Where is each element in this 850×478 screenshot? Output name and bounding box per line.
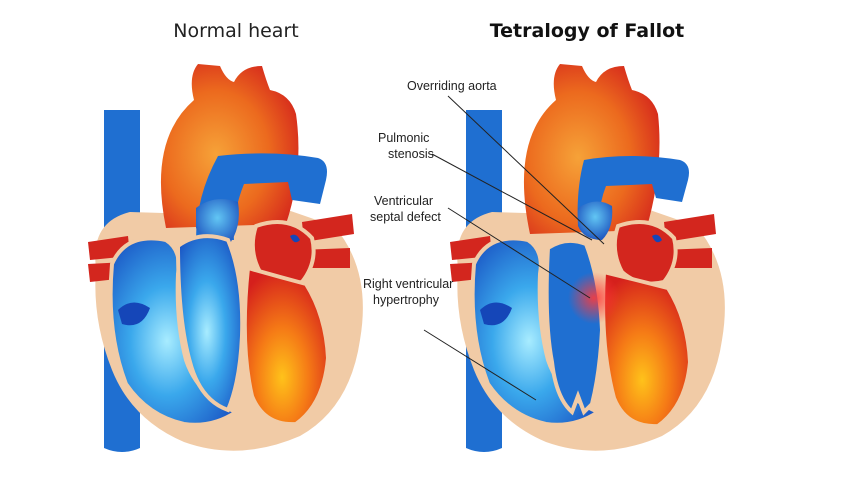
vsd-mixing-glow [568,272,620,324]
leader-overriding-aorta [447,95,605,245]
leader-rvh [423,329,537,401]
label-pulmonic-stenosis-line2: stenosis [388,147,434,161]
tof-heart-illustration [450,64,725,452]
normal-heart-illustration [88,64,363,452]
label-vsd-line1: Ventricular [374,194,433,208]
leader-pulmonic-stenosis [431,153,593,241]
label-overriding-aorta: Overriding aorta [407,79,497,93]
label-rvh-line1: Right ventricular [363,277,453,291]
label-pulmonic-stenosis-line1: Pulmonic [378,131,429,145]
label-vsd-line2: septal defect [370,210,441,224]
label-rvh-line2: hypertrophy [373,293,440,307]
title-normal-heart: Normal heart [173,20,298,42]
leader-vsd [447,207,591,299]
title-tetralogy-of-fallot: Tetralogy of Fallot [490,20,685,42]
